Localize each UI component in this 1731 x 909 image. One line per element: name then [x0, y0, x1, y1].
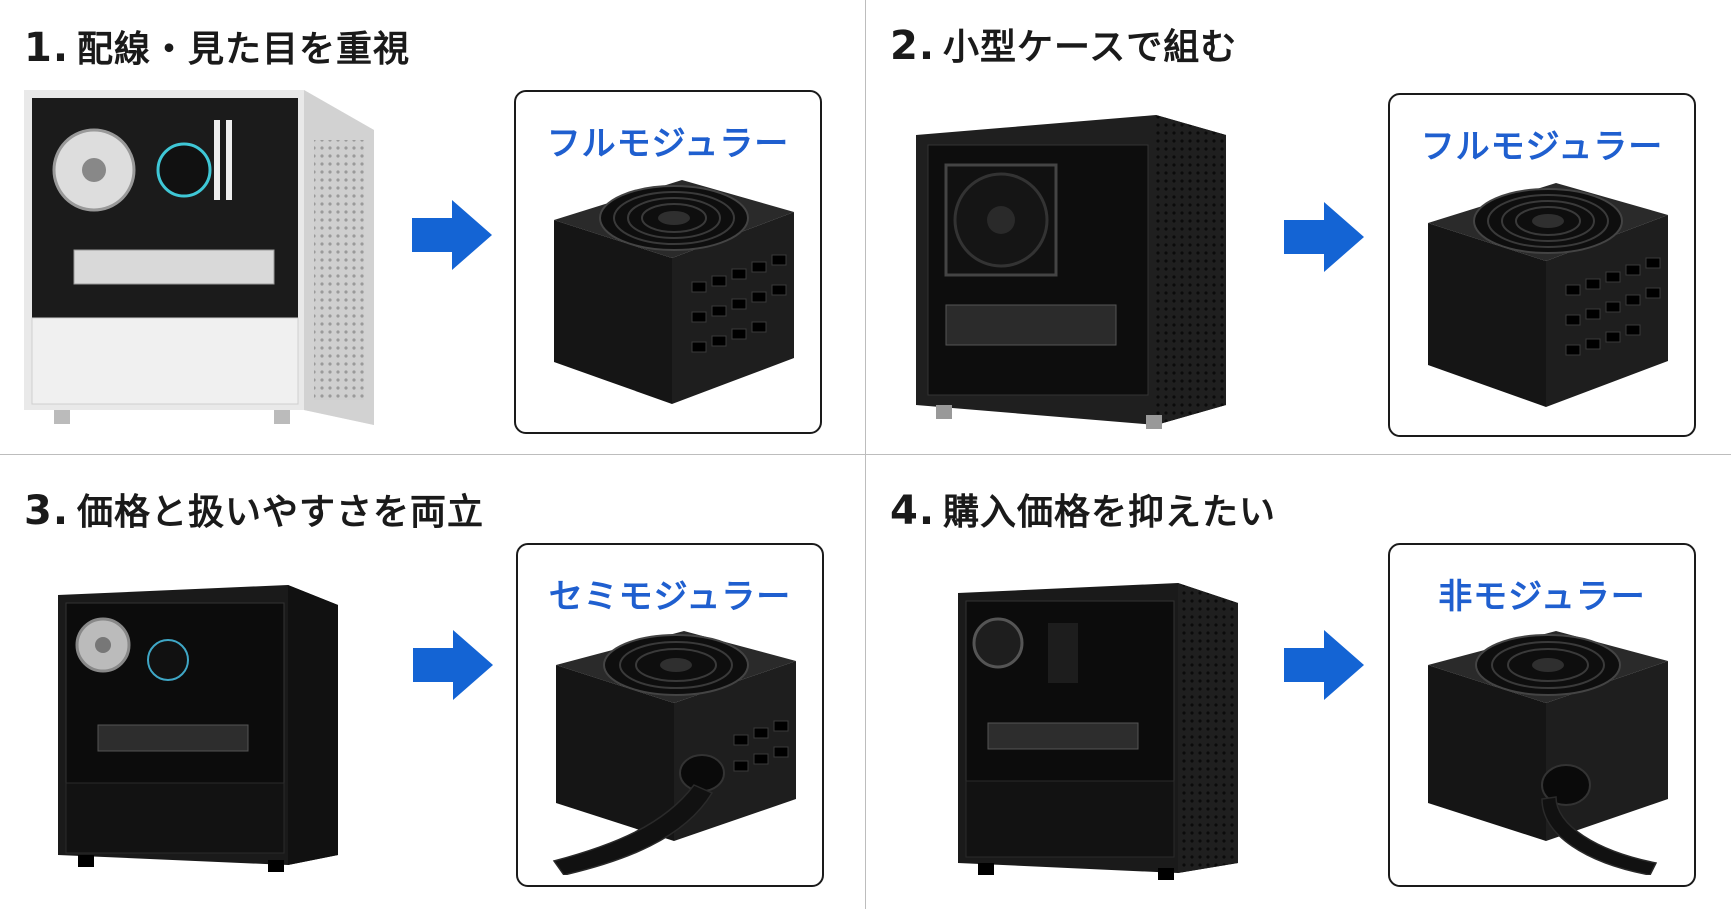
quadrant-heading: 3.価格と扱いやすさを両立 [24, 483, 484, 535]
black-pc-case-icon [948, 573, 1248, 883]
psu-card: フルモジュラー [514, 90, 822, 434]
quadrant-number: 3. [24, 488, 70, 534]
quadrant-title: 購入価格を抑えたい [943, 492, 1277, 533]
quadrant-title: 配線・見た目を重視 [77, 29, 411, 70]
quadrant-2: 2.小型ケースで組む フルモジュラー [866, 0, 1731, 454]
right-arrow-icon [1284, 202, 1364, 272]
quadrant-number: 1. [24, 25, 70, 71]
right-arrow-icon [412, 200, 492, 270]
white-pc-case-icon [14, 80, 384, 445]
quadrant-heading: 2.小型ケースで組む [890, 18, 1237, 70]
right-arrow-icon [413, 630, 493, 700]
quadrant-1: 1.配線・見た目を重視 フルモジュラー [0, 0, 865, 454]
semi-modular-psu-icon [534, 625, 810, 875]
quadrant-3: 3.価格と扱いやすさを両立 セミモジュラー [0, 455, 865, 909]
small-cube-pc-case-icon [906, 105, 1236, 435]
psu-type-label: 非モジュラー [1438, 577, 1646, 617]
quadrant-title: 小型ケースで組む [943, 27, 1238, 68]
psu-card: フルモジュラー [1388, 93, 1696, 437]
quadrant-number: 4. [890, 488, 936, 534]
right-arrow-icon [1284, 630, 1364, 700]
quadrant-4: 4.購入価格を抑えたい 非モジュラー [866, 455, 1731, 909]
full-modular-psu-icon [1406, 175, 1682, 425]
quadrant-number: 2. [890, 23, 936, 69]
quadrant-heading: 4.購入価格を抑えたい [890, 483, 1276, 535]
psu-type-label: フルモジュラー [1420, 127, 1664, 167]
quadrant-title: 価格と扱いやすさを両立 [77, 492, 485, 533]
non-modular-psu-icon [1406, 625, 1682, 875]
psu-card: 非モジュラー [1388, 543, 1696, 887]
psu-type-label: セミモジュラー [548, 577, 792, 617]
quadrant-heading: 1.配線・見た目を重視 [24, 20, 410, 72]
psu-type-label: フルモジュラー [546, 124, 790, 164]
psu-card: セミモジュラー [516, 543, 824, 887]
black-pc-case-icon [48, 575, 348, 875]
full-modular-psu-icon [532, 172, 808, 422]
horizontal-divider [0, 454, 1731, 455]
